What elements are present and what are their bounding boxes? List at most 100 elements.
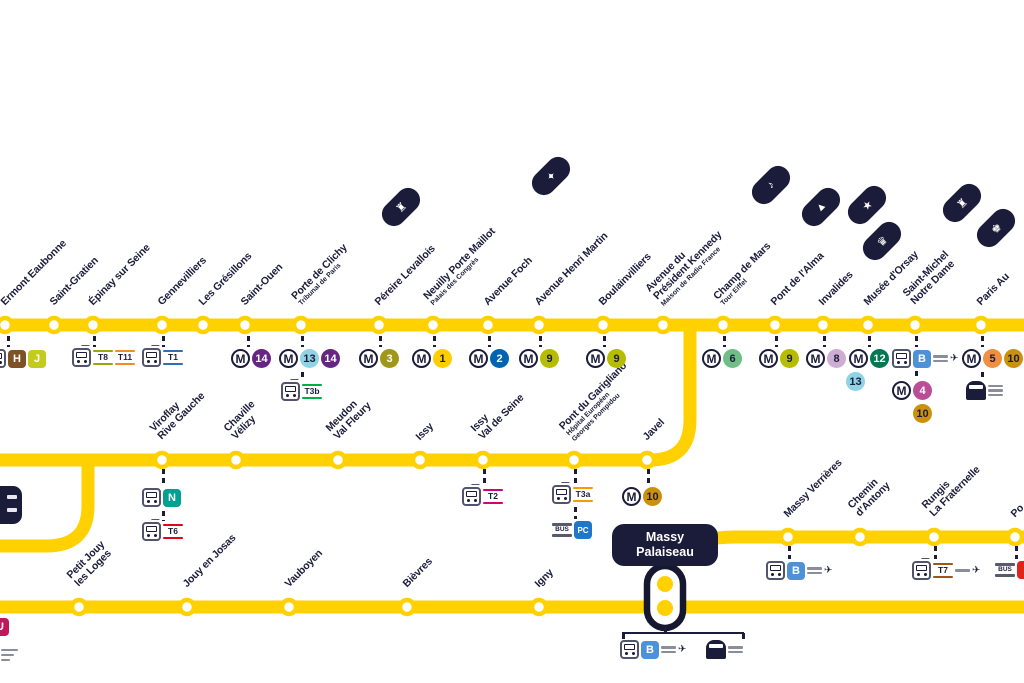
pont-de-l-alma-icon-glyph: ★ xyxy=(859,197,876,214)
station-marker-petit-jouy-les-loges xyxy=(69,597,89,617)
connection-row xyxy=(706,640,743,659)
metro-line-13-badge: 13 xyxy=(300,349,319,368)
line-badge-B: B xyxy=(641,640,659,659)
connection-row: B✈ xyxy=(892,349,958,368)
station-marker-avenue-foch xyxy=(478,315,498,335)
station-tick xyxy=(483,469,486,485)
bus-badge: BUS xyxy=(552,523,572,537)
small-caption-lines xyxy=(807,567,822,574)
metro-line-10-badge: 10 xyxy=(643,487,662,506)
line-badge-B: B xyxy=(787,561,805,580)
connection-row: T3b xyxy=(281,379,322,401)
metro-line-4-badge: 4 xyxy=(913,381,932,400)
tram-picto-icon xyxy=(552,482,571,504)
station-marker-gennevilliers xyxy=(152,315,172,335)
connection-row: T7 ✈ xyxy=(912,558,981,580)
tram-badge-T3a: T3a xyxy=(573,486,593,503)
metro-line-14-badge: 14 xyxy=(321,349,340,368)
connection-row: T6 xyxy=(142,519,183,541)
metro-logo: M xyxy=(412,349,431,368)
metro-line-9-badge: 9 xyxy=(780,349,799,368)
metro-logo: M xyxy=(849,349,868,368)
bracket-end xyxy=(622,633,625,639)
tribunal-de-paris-icon-glyph: ♜ xyxy=(393,199,410,216)
station-tick xyxy=(539,336,542,347)
station-marker-massy-verri-res xyxy=(778,527,798,547)
station-marker-porte-de-clichy xyxy=(291,315,311,335)
small-caption-lines xyxy=(661,646,676,653)
train-picto-icon xyxy=(0,349,6,368)
tram-badge-T3b: T3b xyxy=(302,383,322,400)
tram-badge-T8: T8 xyxy=(93,349,113,366)
connection-row: 10 xyxy=(913,404,932,423)
station-tick xyxy=(93,336,96,347)
station-marker-neuilly-porte-maillot xyxy=(423,315,443,335)
station-tick xyxy=(433,336,436,347)
tram-picto-icon xyxy=(142,519,161,541)
station-marker-igny xyxy=(529,597,549,617)
tram-badge-T7: T7 xyxy=(933,562,953,579)
metro-line-2-badge: 2 xyxy=(490,349,509,368)
metro-logo: M xyxy=(231,349,250,368)
station-tick xyxy=(981,372,984,380)
station-marker-pont-de-l-alma xyxy=(765,315,785,335)
station-marker-avenue-henri-martin xyxy=(529,315,549,335)
station-marker-saint-gratien xyxy=(44,315,64,335)
line-badge-J: J xyxy=(28,349,46,368)
airplane-icon: ✈ xyxy=(972,565,981,576)
metro-line-10-badge: 10 xyxy=(1004,349,1023,368)
station-marker-vauboyen xyxy=(279,597,299,617)
station-tick xyxy=(603,336,606,347)
metro-logo: M xyxy=(469,349,488,368)
metro-line-3-badge: 3 xyxy=(380,349,399,368)
connection-row: B✈ xyxy=(620,640,686,659)
station-tick xyxy=(301,372,304,381)
station-tick xyxy=(162,511,165,521)
terminus-label-box-cut xyxy=(0,486,22,524)
station-tick xyxy=(868,336,871,347)
line-badge-PC: PC xyxy=(574,521,592,539)
station-marker-les-gr-sillons xyxy=(193,315,213,335)
station-tick xyxy=(574,507,577,519)
tour-eiffel-icon-glyph: ▲ xyxy=(812,198,830,216)
left-merge-path xyxy=(0,456,95,553)
station-marker-bi-vres xyxy=(397,597,417,617)
musee-d-orsay-icon-glyph: ♜ xyxy=(954,195,971,212)
tram-picto-icon xyxy=(281,379,300,401)
middle-line-path xyxy=(0,320,697,467)
metro-line-9-badge: 9 xyxy=(607,349,626,368)
line-badge-N: N xyxy=(163,488,181,507)
train-picto-icon xyxy=(142,488,161,507)
station-marker-saint-michel-notre-dame xyxy=(905,315,925,335)
connection-row: T1 xyxy=(142,345,183,367)
metro-logo: M xyxy=(279,349,298,368)
tram-picto-icon xyxy=(912,558,931,580)
metro-line-6-badge: 6 xyxy=(723,349,742,368)
tram-badge-T6: T6 xyxy=(163,523,183,540)
station-tick xyxy=(823,336,826,347)
tram-picto-icon xyxy=(142,345,161,367)
bracket-end xyxy=(742,633,745,639)
metro-logo: M xyxy=(519,349,538,368)
station-tick xyxy=(162,469,165,486)
connection-row xyxy=(966,381,1003,400)
station-marker-javel xyxy=(637,450,657,470)
metro-line-1-badge: 1 xyxy=(433,349,452,368)
station-tick xyxy=(162,336,165,347)
station-marker-po xyxy=(1005,527,1024,547)
station-marker-pont-du-garigliano xyxy=(564,450,584,470)
notre-dame-icon-glyph: ♚ xyxy=(988,220,1005,237)
tram-badge-T1: T1 xyxy=(163,349,183,366)
station-tick xyxy=(1015,546,1018,559)
station-marker-chaville-v-lizy xyxy=(226,450,246,470)
station-tick xyxy=(574,469,577,483)
station-marker-mus-e-d-orsay xyxy=(858,315,878,335)
